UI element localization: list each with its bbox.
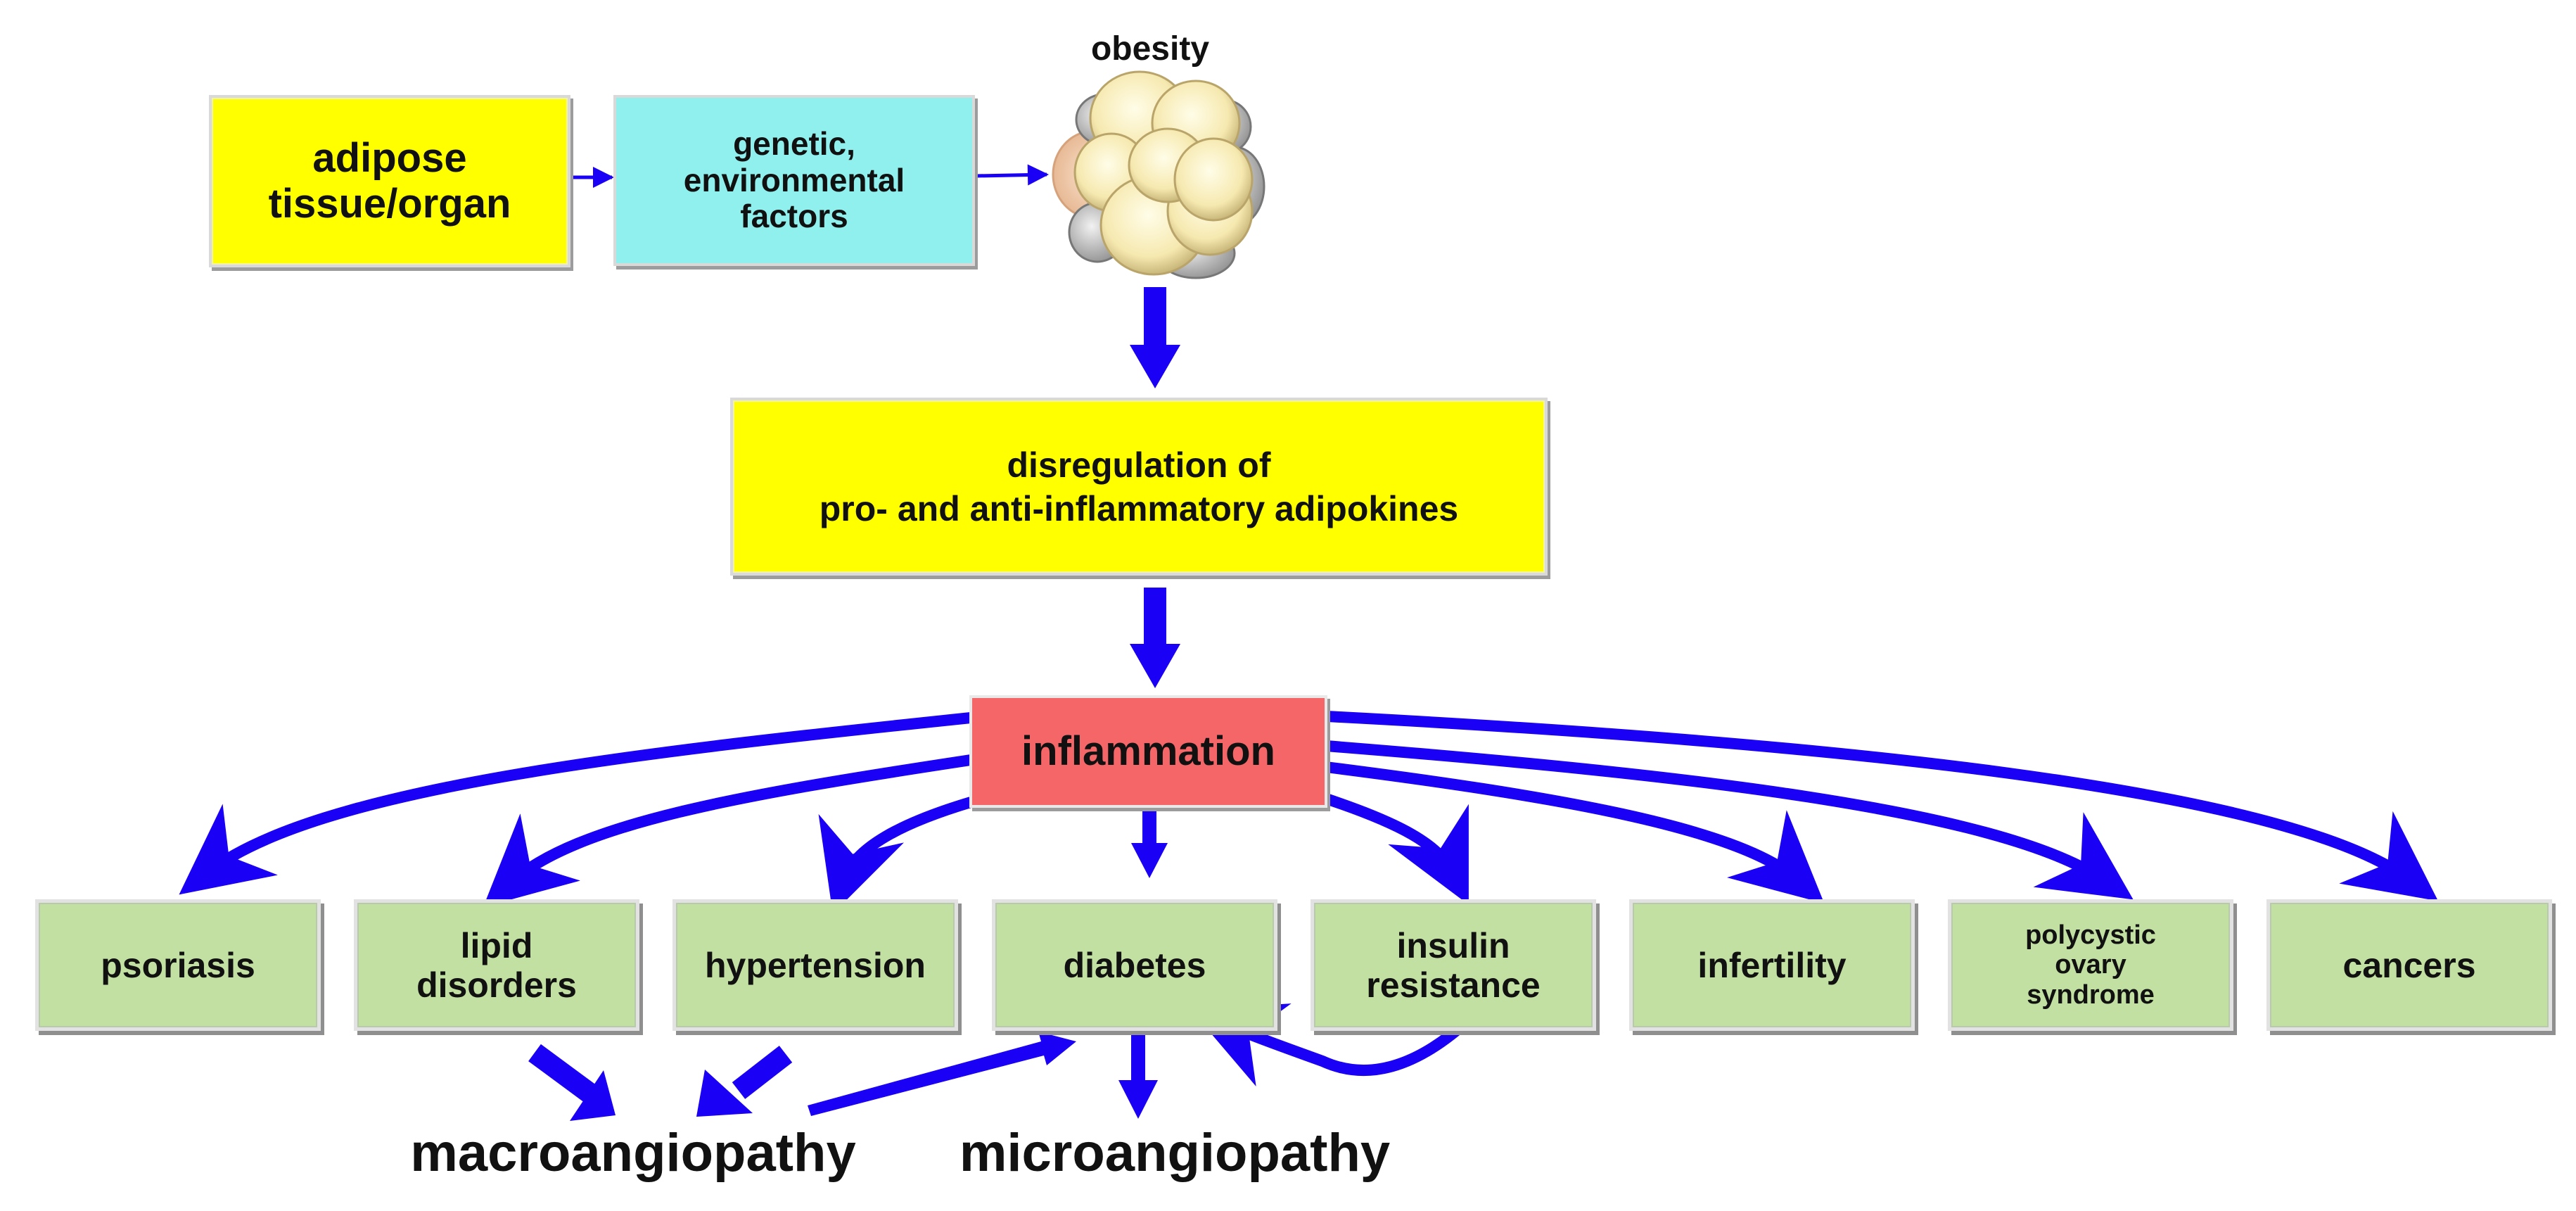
arrow-to-lipid [483, 754, 972, 908]
disregulation-line1: disregulation of [1007, 445, 1271, 485]
arrow-to-infertility [1325, 761, 1825, 904]
arrow-to-diabetes [1131, 809, 1168, 878]
condition-pcos: polycystic ovary syndrome [1948, 899, 2233, 1031]
adipose-box: adipose tissue/organ [209, 95, 570, 267]
arrow-diabetes-to-micro [1118, 1034, 1158, 1119]
adipose-label: adipose tissue/organ [268, 134, 511, 227]
disregulation-box: disregulation of pro- and anti-inflammat… [730, 398, 1548, 576]
obesity-label: obesity [1090, 30, 1210, 68]
condition-lipid-label: lipid disorders [416, 925, 577, 1005]
inflammation-label: inflammation [1021, 728, 1275, 774]
obesity-cells-icon [1052, 70, 1265, 279]
condition-cancers-label: cancers [2342, 945, 2476, 985]
condition-insulin: insulin resistance [1311, 899, 1596, 1031]
inflammation-box: inflammation [969, 695, 1327, 808]
genetic-factors-label: genetic, environmental factors [683, 125, 905, 235]
condition-diabetes: diabetes [992, 899, 1277, 1031]
condition-cancers: cancers [2266, 899, 2552, 1031]
condition-pcos-label: polycystic ovary syndrome [2025, 920, 2156, 1010]
condition-hypertension: hypertension [672, 899, 958, 1031]
microangiopathy-label: microangiopathy [959, 1123, 1391, 1183]
arrow-macro-to-diabetes [808, 1032, 1076, 1116]
arrow-disregulation-to-inflammation [1130, 588, 1180, 688]
condition-diabetes-label: diabetes [1063, 945, 1206, 985]
arrow-hypertension-to-macro [696, 1046, 793, 1117]
condition-infertility-label: infertility [1697, 945, 1847, 985]
arrow-insulin-to-diabetes [1190, 1003, 1471, 1086]
arrow-obesity-to-disregulation [1130, 287, 1180, 388]
condition-hypertension-label: hypertension [705, 945, 926, 985]
disregulation-line2: pro- and anti-inflammatory adipokines [819, 488, 1459, 528]
condition-lipid: lipid disorders [354, 899, 639, 1031]
genetic-factors-box: genetic, environmental factors [613, 95, 975, 266]
arrow-genetic-to-obesity [976, 164, 1049, 186]
arrow-to-cancers [1325, 711, 2439, 901]
condition-insulin-label: insulin resistance [1366, 925, 1541, 1005]
condition-infertility: infertility [1629, 899, 1915, 1031]
condition-psoriasis: psoriasis [35, 899, 321, 1031]
condition-psoriasis-label: psoriasis [101, 945, 255, 985]
arrow-to-hypertension [818, 797, 973, 914]
arrow-to-psoriasis [179, 712, 971, 895]
macroangiopathy-label: macroangiopathy [410, 1123, 856, 1183]
arrow-to-insulin [1324, 793, 1469, 905]
arrow-to-pcos [1325, 740, 2134, 900]
arrow-lipid-to-macro [528, 1044, 616, 1121]
